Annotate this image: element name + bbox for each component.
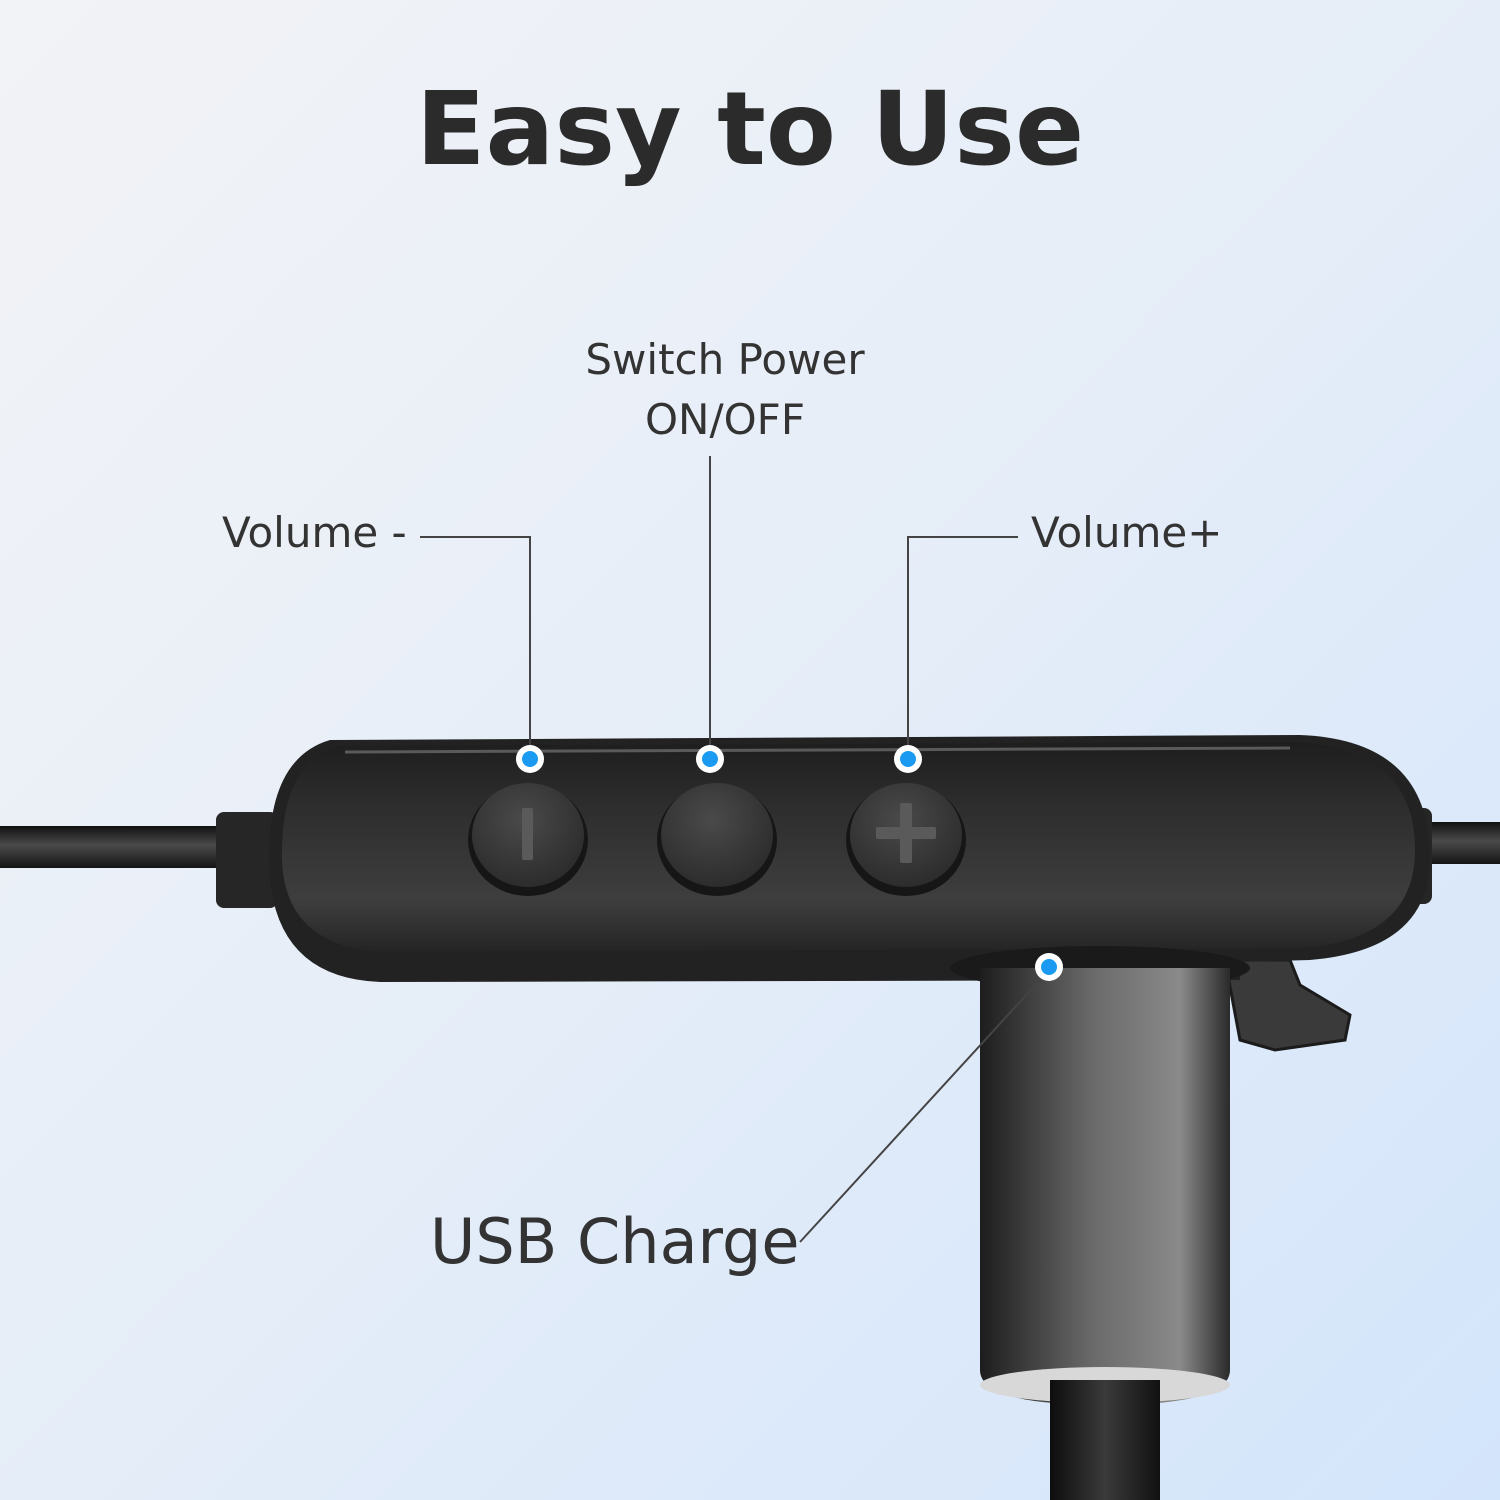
volume-plus-label: Volume+	[1031, 508, 1223, 557]
volume-minus-label: Volume -	[222, 508, 407, 557]
volume-minus-button[interactable]	[468, 783, 588, 896]
leader-lines	[420, 456, 1041, 1243]
usb-charge-port	[950, 946, 1250, 1500]
switch-power-label: Switch Power ON/OFF	[525, 330, 925, 450]
markers	[516, 745, 1063, 981]
usb-charge-label: USB Charge	[430, 1205, 800, 1278]
marker-dot	[522, 751, 538, 767]
volume-plus-button[interactable]	[846, 783, 966, 896]
marker-dot	[1041, 959, 1057, 975]
page-title: Easy to Use	[415, 70, 1085, 189]
left-cable	[0, 812, 278, 908]
switch-power-label-line2: ON/OFF	[644, 395, 805, 444]
marker-dot	[900, 751, 916, 767]
clip	[1223, 958, 1352, 1052]
leader-usb-charge	[799, 979, 1041, 1243]
marker-dot	[702, 751, 718, 767]
power-button[interactable]	[657, 783, 777, 896]
leader-volume-minus	[420, 536, 531, 745]
switch-power-label-line1: Switch Power	[585, 335, 865, 384]
leader-volume-plus	[907, 536, 1018, 745]
plus-icon	[876, 803, 936, 863]
minus-icon	[522, 808, 533, 860]
